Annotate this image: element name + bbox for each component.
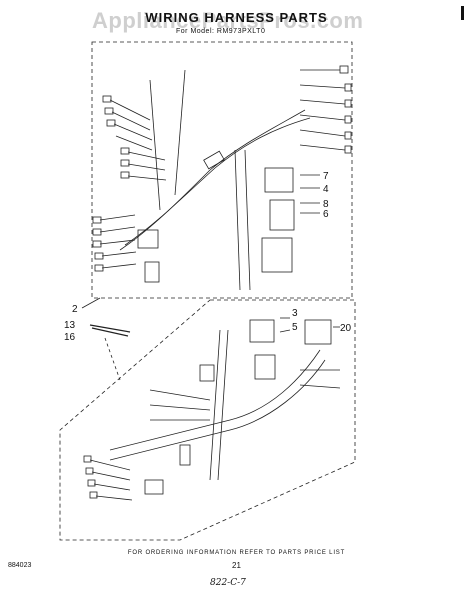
document-code: 884023 bbox=[8, 562, 32, 569]
lower-boundary bbox=[59, 299, 356, 541]
part-13-clip bbox=[89, 324, 131, 337]
leader-lines bbox=[81, 174, 340, 333]
connect-leader bbox=[104, 337, 121, 381]
page-title: WIRING HARNESS PARTS bbox=[145, 10, 328, 25]
callout-16: 16 bbox=[64, 332, 76, 343]
callout-20: 20 bbox=[340, 323, 352, 334]
callout-4: 4 bbox=[323, 184, 329, 195]
callout-7: 7 bbox=[323, 171, 329, 182]
callout-5: 5 bbox=[292, 322, 298, 333]
page-number: 21 bbox=[232, 561, 241, 570]
model-label: For Model: RM973PXLT0 bbox=[176, 28, 266, 35]
callout-8: 8 bbox=[323, 199, 329, 210]
callout-6: 6 bbox=[323, 209, 329, 220]
handwritten-note: 822-C-7 bbox=[210, 578, 246, 588]
lower-harness bbox=[83, 319, 341, 501]
ordering-footer: FOR ORDERING INFORMATION REFER TO PARTS … bbox=[127, 550, 346, 556]
upper-boundary bbox=[91, 41, 353, 299]
callout-2: 2 bbox=[72, 304, 78, 315]
watermark-text: AppliancePartsPros.com bbox=[92, 8, 364, 33]
callout-13: 13 bbox=[64, 320, 76, 331]
callout-3: 3 bbox=[292, 308, 298, 319]
upper-harness bbox=[92, 65, 352, 291]
corner-mark bbox=[461, 6, 464, 20]
